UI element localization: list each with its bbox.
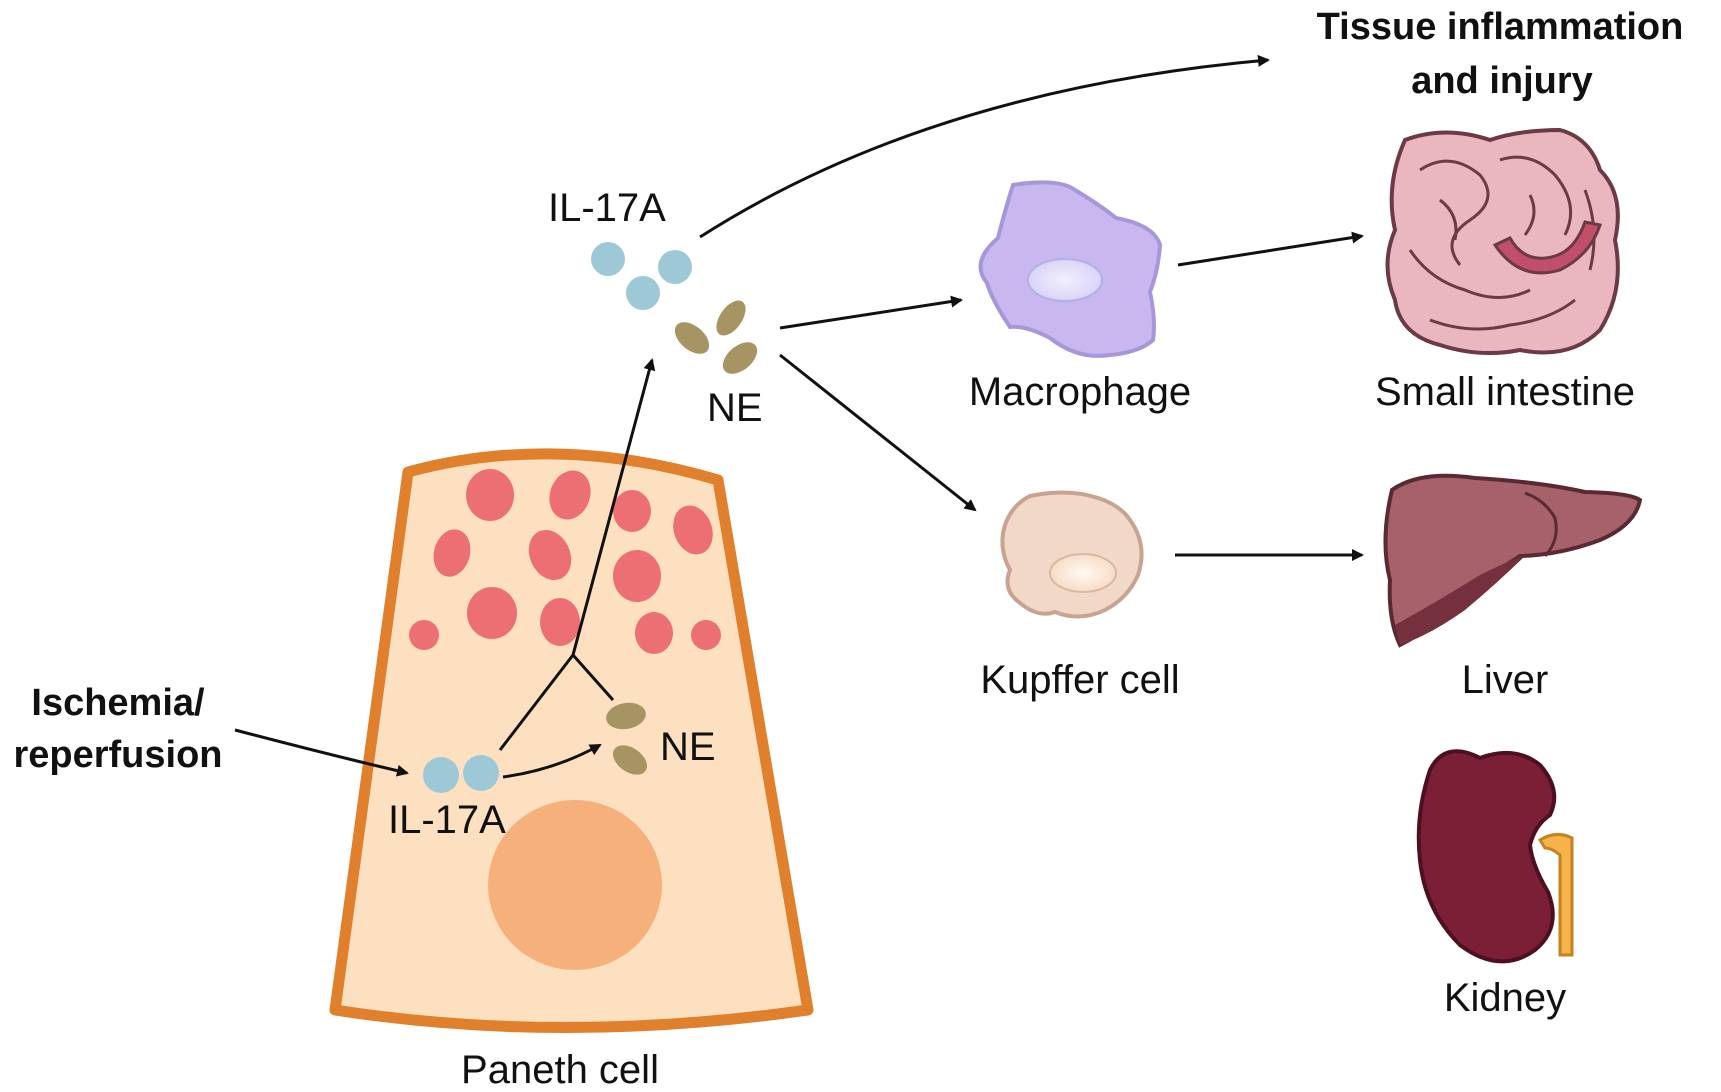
arrow-ne-to-kupffer — [779, 353, 977, 512]
kupffer-cell — [1000, 490, 1144, 619]
paneth-cell-label: Paneth cell — [461, 1048, 659, 1092]
il17a-secreted-molecules — [591, 242, 692, 310]
stimulus-label-line1: Ischemia/ — [31, 682, 205, 724]
kidney-illustration — [1416, 749, 1574, 964]
kupffer-label: Kupffer cell — [980, 658, 1180, 702]
arrow-macrophage-to-intestine — [1177, 231, 1364, 267]
pathway-arrows — [234, 54, 1364, 779]
kidney-label: Kidney — [1443, 976, 1567, 1020]
arrow-branch-left — [498, 654, 575, 751]
secretory-granules — [409, 469, 721, 654]
arrow-secretion — [571, 358, 656, 656]
arrow-branch-right — [571, 654, 615, 701]
arrow-ne-to-macrophage — [779, 295, 963, 330]
paneth-cell — [329, 448, 814, 1033]
small-intestine-illustration — [1385, 127, 1620, 356]
paneth-nucleus — [488, 800, 662, 970]
ne-inner-label: NE — [660, 725, 716, 769]
outcome-title-line2: and injury — [1411, 60, 1593, 102]
arrow-stimulus-to-il17a — [234, 728, 409, 777]
ne-top-label: NE — [707, 386, 763, 430]
ne-inner-molecules — [606, 702, 648, 775]
small-intestine-label: Small intestine — [1374, 370, 1636, 414]
il17a-inner-label: IL-17A — [388, 798, 506, 842]
arrow-il17a-to-ne-inner — [502, 743, 602, 779]
macrophage-label: Macrophage — [968, 370, 1192, 414]
paneth-cell-body — [329, 448, 814, 1033]
liver-label: Liver — [1461, 658, 1549, 702]
il17a-top-label: IL-17A — [548, 186, 666, 230]
il17a-inner-molecules — [423, 755, 499, 793]
stimulus-label-line2: reperfusion — [13, 734, 223, 776]
ne-secreted-molecules — [674, 300, 758, 374]
macrophage-cell — [978, 180, 1163, 358]
liver-illustration — [1383, 473, 1643, 648]
outcome-title-line1: Tissue inflammation — [1316, 6, 1684, 48]
arrow-il17a-to-injury — [699, 54, 1270, 239]
